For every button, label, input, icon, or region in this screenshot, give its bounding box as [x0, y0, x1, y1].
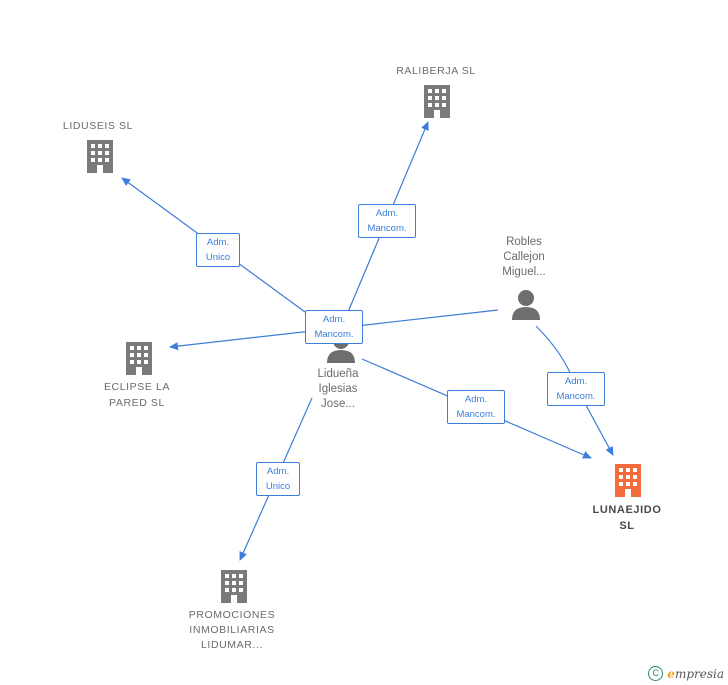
- building-icon[interactable]: [615, 464, 641, 497]
- edge-label-robles-to-lunaejido: Adm. Mancom.: [547, 372, 605, 406]
- person-label-robles[interactable]: Robles Callejon Miguel...: [502, 236, 546, 278]
- edge-label-to-promociones: Adm. Unico: [256, 462, 300, 496]
- company-label-lunaejido[interactable]: LUNAEJIDO SL: [592, 504, 662, 532]
- edge-label-to-liduseis: Adm. Unico: [196, 233, 240, 267]
- company-label-promociones[interactable]: PROMOCIONES INMOBILIARIAS LIDUMAR...: [188, 609, 276, 651]
- brand-footer[interactable]: C empresia: [648, 666, 724, 681]
- edge-label-to-raliberja: Adm. Mancom.: [358, 204, 416, 238]
- building-icon[interactable]: [126, 342, 152, 375]
- building-icon[interactable]: [87, 140, 113, 173]
- person-label-liduena[interactable]: Lidueña Iglesias Jose...: [317, 368, 359, 410]
- edge-label-liduena-to-lunaejido: Adm. Mancom.: [447, 390, 505, 424]
- edge-label-to-eclipse: Adm. Mancom.: [305, 310, 363, 344]
- copyright-icon: C: [648, 666, 664, 681]
- building-icon[interactable]: [221, 570, 247, 603]
- company-label-raliberja[interactable]: RALIBERJA SL: [396, 65, 476, 77]
- building-icon[interactable]: [424, 85, 450, 118]
- company-label-liduseis[interactable]: LIDUSEIS SL: [62, 120, 134, 132]
- brand-logo: empresia: [667, 666, 724, 681]
- company-label-eclipse[interactable]: ECLIPSE LA PARED SL: [103, 381, 171, 409]
- person-icon[interactable]: [512, 290, 540, 320]
